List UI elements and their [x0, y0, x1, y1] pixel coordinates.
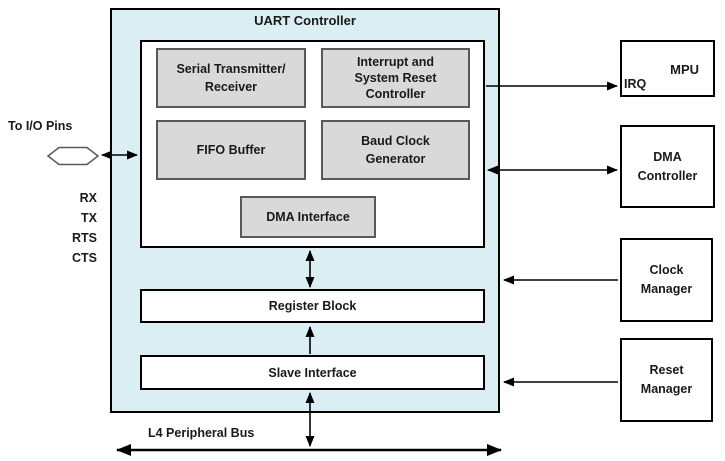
- block-reset-manager: Reset Manager: [620, 338, 713, 422]
- block-serial-transmitter-receiver-label: Serial Transmitter/ Receiver: [176, 61, 286, 94]
- block-clock-manager: Clock Manager: [620, 238, 713, 322]
- block-fifo-buffer-label: FIFO Buffer: [196, 142, 266, 157]
- block-serial-transmitter-receiver: Serial Transmitter/ Receiver: [156, 48, 306, 108]
- io-pins-hexagon: [46, 146, 100, 166]
- mpu-irq-label: IRQ: [624, 77, 647, 91]
- block-clock-manager-label: Clock Manager: [640, 263, 693, 296]
- block-mpu-label: MPU: [670, 62, 699, 77]
- pin-cts-label: CTS: [72, 251, 97, 265]
- block-reset-manager-label: Reset Manager: [640, 363, 693, 396]
- pin-rx-label: RX: [79, 191, 97, 205]
- block-fifo-buffer: FIFO Buffer: [156, 120, 306, 180]
- block-interrupt-system-reset-controller: Interrupt and System Reset Controller: [321, 48, 470, 108]
- block-mpu: MPU IRQ: [620, 40, 715, 97]
- block-dma-controller-label: DMA Controller: [637, 149, 698, 183]
- pin-tx-label: TX: [81, 211, 97, 225]
- pin-signal-list: RX TX RTS CTS: [55, 188, 97, 268]
- io-pins-label: To I/O Pins: [8, 119, 73, 133]
- block-baud-clock-generator: Baud Clock Generator: [321, 120, 470, 180]
- pin-rts-label: RTS: [72, 231, 97, 245]
- uart-controller-title: UART Controller: [254, 13, 356, 28]
- block-slave-interface: Slave Interface: [140, 355, 485, 390]
- block-baud-clock-generator-label: Baud Clock Generator: [361, 133, 430, 166]
- block-register-block: Register Block: [140, 289, 485, 323]
- block-register-block-label: Register Block: [268, 299, 357, 313]
- block-interrupt-system-reset-controller-label: Interrupt and System Reset Controller: [354, 54, 437, 102]
- l4-peripheral-bus-label: L4 Peripheral Bus: [148, 426, 255, 440]
- block-dma-controller: DMA Controller: [620, 125, 715, 208]
- block-dma-interface-label: DMA Interface: [266, 209, 350, 224]
- block-slave-interface-label: Slave Interface: [268, 365, 357, 380]
- block-dma-interface: DMA Interface: [240, 196, 376, 238]
